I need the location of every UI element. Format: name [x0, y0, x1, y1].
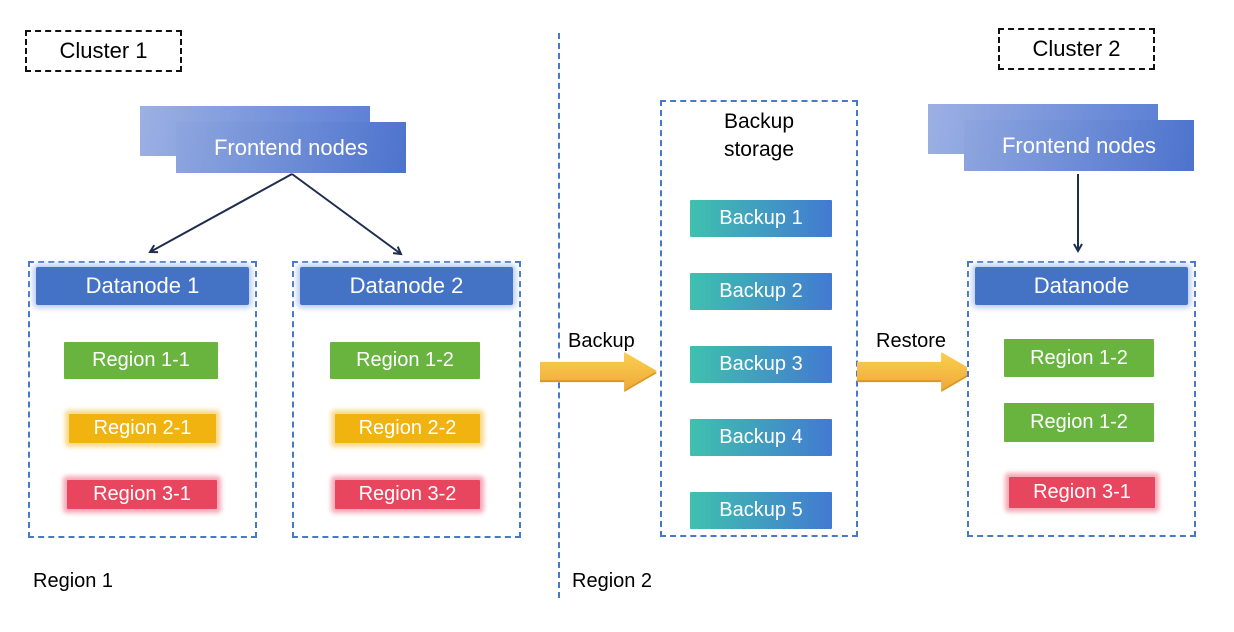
region-chip: Region 2-1	[69, 414, 216, 443]
region-label: Region 1-2	[356, 349, 454, 371]
region-label: Region 1-2	[1030, 346, 1128, 369]
region-label: Region 2-2	[358, 417, 457, 439]
backup-storage-title: Backup storage	[723, 110, 795, 162]
backup-arrow-shape	[540, 352, 657, 390]
backup-item: Backup 3	[690, 346, 832, 383]
restore-arrow-shape	[857, 352, 974, 390]
cluster1-frontend-label: Frontend nodes	[213, 134, 369, 160]
restore-flow-label: Restore	[876, 330, 947, 352]
region-label: Region 1-2	[1030, 411, 1128, 433]
cluster1-label: Cluster 1	[59, 38, 148, 63]
arrow-frontend-to-datanode2	[291, 173, 403, 256]
backup-item-label: Backup 1	[719, 207, 803, 229]
backup-item-label: Backup 5	[719, 499, 803, 521]
region-label: Region 3-1	[93, 483, 191, 505]
backup-item: Backup 5	[690, 492, 832, 529]
region-chip: Region 3-1	[67, 480, 217, 509]
region-label: Region 3-2	[358, 483, 457, 505]
region-divider-line	[558, 33, 560, 598]
cluster2-tag: Cluster 2	[998, 28, 1155, 70]
datanode3-header: Datanode	[975, 267, 1188, 305]
region-label: Region 3-1	[1033, 481, 1131, 503]
cluster2-label: Cluster 2	[1032, 36, 1121, 61]
cluster1-frontend-nodes: Frontend nodes	[176, 122, 406, 173]
cluster2-frontend-label: Frontend nodes	[1001, 132, 1157, 158]
backup-item: Backup 2	[690, 273, 832, 310]
backup-arrow	[540, 352, 657, 390]
datanode1-title: Datanode 1	[85, 273, 200, 298]
region-chip: Region 1-2	[1004, 403, 1154, 442]
backup-item-label: Backup 2	[719, 280, 803, 302]
backup-item-label: Backup 3	[719, 353, 803, 375]
region-chip: Region 3-1	[1009, 477, 1155, 508]
region-label: Region 1-1	[92, 349, 190, 371]
region-chip: Region 1-2	[330, 342, 480, 379]
region2-footer-label: Region 2	[572, 570, 653, 592]
region-chip: Region 3-2	[335, 480, 480, 509]
region1-footer-label: Region 1	[33, 570, 114, 592]
region-chip: Region 1-1	[64, 342, 218, 379]
region-chip: Region 2-2	[335, 414, 480, 443]
backup-flow-label: Backup	[568, 330, 635, 352]
cluster2-frontend-nodes: Frontend nodes	[964, 120, 1194, 171]
datanode2-header: Datanode 2	[300, 267, 513, 305]
region-label: Region 2-1	[93, 417, 192, 439]
backup-storage-box	[660, 100, 858, 537]
region-chip: Region 1-2	[1004, 339, 1154, 377]
cluster1-tag: Cluster 1	[25, 30, 182, 72]
backup-item: Backup 1	[690, 200, 832, 237]
backup-item: Backup 4	[690, 419, 832, 456]
arrow-frontend-to-datanode1	[148, 173, 293, 254]
restore-arrow	[857, 352, 974, 390]
backup-item-label: Backup 4	[719, 426, 803, 448]
datanode2-title: Datanode 2	[349, 273, 464, 298]
datanode1-header: Datanode 1	[36, 267, 249, 305]
datanode3-title: Datanode	[1033, 273, 1130, 298]
